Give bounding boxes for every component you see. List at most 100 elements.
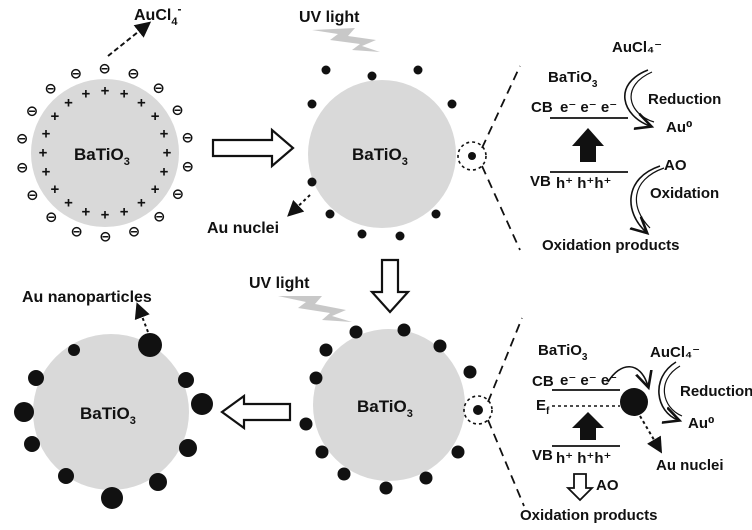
reduction-arrow-bottom — [658, 361, 678, 420]
zoom-nanoparticle — [473, 405, 483, 415]
panel-charged-particle: ++++++++++++++++++++⊖⊖⊖⊖⊖⊖⊖⊖⊖⊖⊖⊖⊖⊖⊖⊖⊖⊖ B… — [16, 2, 194, 245]
au-nanoparticle — [101, 487, 123, 509]
mech-bottom-electrons: e⁻ e⁻ e⁻ — [560, 372, 617, 389]
positive-charge: + — [120, 86, 129, 103]
precursor-label: AuCl4- — [134, 2, 181, 28]
positive-charge: + — [137, 195, 146, 212]
reduction-arrow-bottom-inner — [663, 365, 683, 417]
zoom-line-bottom-upper — [487, 317, 523, 403]
positive-charge: + — [39, 145, 48, 162]
mech-nuclei-pointer — [639, 415, 663, 454]
au-nanoparticle — [58, 468, 74, 484]
negative-ion: ⊖ — [70, 224, 83, 241]
negative-ion: ⊖ — [16, 130, 29, 147]
positive-charge: + — [163, 145, 172, 162]
mech-top-holes: h⁺ h⁺h⁺ — [556, 175, 611, 192]
au-nucleus-growing — [299, 417, 313, 431]
nanoparticle-pointer — [134, 302, 150, 333]
au-nucleus-growing — [451, 445, 465, 459]
au-nucleus-growing — [433, 339, 447, 353]
au-nucleus-growing — [309, 371, 323, 385]
oxidation-arrow-top — [631, 165, 661, 232]
mech-top-precursor: AuCl₄⁻ — [612, 39, 662, 56]
zoom-line-bottom-lower — [487, 419, 525, 507]
positive-charge: + — [81, 203, 90, 220]
mech-bottom-holes: h⁺ h⁺h⁺ — [556, 450, 611, 467]
core-label-4: BaTiO3 — [80, 404, 136, 427]
positive-charge: + — [151, 181, 160, 198]
mech-top-products: Oxidation products — [542, 237, 680, 254]
mech-top-oxidation: Oxidation — [650, 185, 719, 202]
au-nucleus — [357, 229, 367, 239]
au-nuclei-label: Au nuclei — [207, 220, 279, 237]
mechanism-bottom: BaTiO3 AuCl₄⁻ CB e⁻ e⁻ e⁻ Ef VB h⁺ h⁺h⁺ … — [520, 342, 752, 524]
batio3-particle-1 — [31, 79, 179, 227]
reduction-arrow-top — [623, 69, 650, 126]
au-nucleus-growing — [463, 365, 477, 379]
au-nucleus-growing — [349, 325, 363, 339]
negative-ion: ⊖ — [45, 209, 58, 226]
au-nucleus-growing — [379, 481, 393, 495]
uv-light-label-1: UV light — [299, 9, 360, 26]
excitation-arrow-top — [572, 128, 604, 162]
negative-ion: ⊖ — [152, 80, 165, 97]
mech-bottom-au0: Au⁰ — [688, 415, 715, 432]
zoom-nucleus — [468, 152, 476, 160]
au-nanoparticle — [14, 402, 34, 422]
positive-charge: + — [42, 125, 51, 142]
zoom-circle-top — [457, 141, 487, 171]
mech-bottom-vb: VB — [532, 447, 553, 464]
positive-charge: + — [101, 207, 110, 224]
panel-growth: UV light BaTiO3 — [249, 275, 493, 495]
au-nucleus — [307, 99, 317, 109]
mech-top-cb: CB — [531, 99, 553, 116]
negative-ion: ⊖ — [127, 65, 140, 82]
au-nanoparticle — [191, 393, 213, 415]
nuclei-pointer — [287, 194, 311, 217]
au-nucleus — [447, 99, 457, 109]
mech-bottom-products: Oxidation products — [520, 507, 658, 524]
mech-top-electrons: e⁻ e⁻ e⁻ — [560, 99, 617, 116]
batio3-particle-2 — [308, 80, 456, 228]
au-nucleus — [431, 209, 441, 219]
release-arrow — [107, 21, 152, 57]
au-nucleus-growing — [397, 323, 411, 337]
uv-beam-icon — [312, 28, 380, 52]
negative-ion: ⊖ — [182, 159, 195, 176]
uv-beam-icon-2 — [278, 296, 352, 322]
core-label-3: BaTiO3 — [357, 397, 413, 420]
mech-top-au0: Au⁰ — [666, 119, 693, 136]
mech-bottom-core-label: BaTiO3 — [538, 342, 588, 363]
au-nucleus — [367, 71, 377, 81]
negative-ion: ⊖ — [70, 66, 83, 83]
zoom-line-top-lower — [481, 165, 521, 251]
mech-bottom-ef: Ef — [536, 397, 550, 417]
au-nucleus-growing — [337, 467, 351, 481]
process-arrow-right — [211, 127, 295, 169]
negative-ion: ⊖ — [16, 159, 29, 176]
negative-ion: ⊖ — [26, 187, 39, 204]
oxidation-arrow-bottom — [565, 473, 595, 502]
positive-charge: + — [160, 125, 169, 142]
negative-ion: ⊖ — [26, 103, 39, 120]
process-arrow-left — [220, 393, 292, 431]
positive-charge: + — [137, 94, 146, 111]
mech-top-core-label: BaTiO3 — [548, 69, 598, 90]
negative-ion: ⊖ — [171, 102, 184, 119]
zoom-line-top-upper — [481, 65, 521, 149]
negative-ion: ⊖ — [181, 130, 194, 147]
mech-bottom-ao: AO — [596, 477, 619, 494]
core-label-2: BaTiO3 — [352, 145, 408, 168]
negative-ion: ⊖ — [99, 228, 112, 245]
au-nanoparticle — [24, 436, 40, 452]
au-nanoparticle — [68, 344, 80, 356]
reduction-arrow-top-inner — [630, 71, 655, 123]
au-nucleus-growing — [419, 471, 433, 485]
mechanism-top: BaTiO3 AuCl₄⁻ CB e⁻ e⁻ e⁻ VB h⁺ h⁺h⁺ Red… — [530, 39, 721, 254]
panel-nanoparticles: BaTiO3 Au nanoparticles — [14, 289, 213, 509]
au-nanoparticles-label: Au nanoparticles — [22, 289, 152, 306]
positive-charge: + — [50, 181, 59, 198]
positive-charge: + — [160, 164, 169, 181]
au-growing-dots — [299, 323, 477, 495]
mech-top-ao: AO — [664, 157, 687, 174]
